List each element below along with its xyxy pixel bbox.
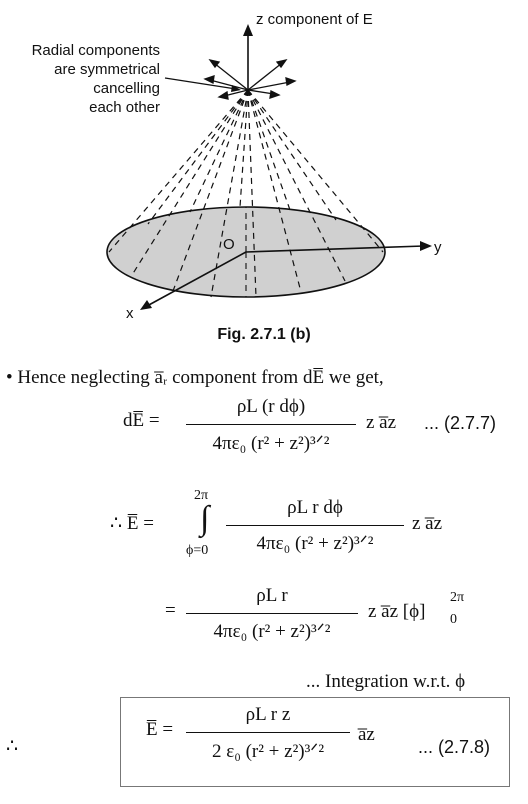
z-axis-arrowhead (243, 24, 253, 36)
eq1-denominator: 4πε₀ (r² + z²)³ᐟ² (212, 433, 330, 454)
origin-label: O (223, 236, 235, 253)
cone-field-diagram: z component of E Radial components are s… (32, 11, 442, 320)
svg-text:cancelling: cancelling (93, 80, 160, 97)
eq3-tail: z a̅z [ϕ] (368, 601, 426, 622)
eq4-tail: a̅z (358, 724, 375, 745)
x-axis (146, 251, 247, 307)
figure-caption: Fig. 2.7.1 (b) (217, 326, 311, 343)
svg-text:each other: each other (89, 99, 160, 116)
eq3-denominator: 4πε₀ (r² + z²)³ᐟ² (213, 621, 331, 642)
eq1-fraction-bar (186, 424, 356, 426)
integral-sign: ∫ (200, 500, 210, 537)
y-axis (245, 245, 425, 253)
radial-component-arrows (203, 58, 297, 100)
y-axis-label: y (434, 239, 442, 256)
eq3-numerator: ρL r (256, 585, 288, 606)
eq2-lower-limit: ϕ=0 (186, 543, 209, 558)
result-box (120, 697, 510, 787)
eq4-numerator: ρL r z (245, 704, 291, 725)
z-component-label: z component of E (256, 11, 373, 28)
eq3-fraction-bar (186, 613, 358, 615)
eq2-fraction-bar (226, 525, 404, 527)
y-axis-arrowhead (420, 241, 432, 251)
eq2-lhs: ∴ E̅ = (110, 513, 154, 534)
eq1-tail: z a̅z (366, 412, 397, 433)
svg-text:are symmetrical: are symmetrical (54, 61, 160, 78)
svg-text:Radial components: Radial components (32, 42, 160, 59)
eq2-upper-limit: 2π (194, 488, 209, 503)
cone-dashed-lines (108, 89, 384, 298)
x-axis-label: x (126, 305, 134, 320)
eq1-lhs: dE̅ = (123, 410, 160, 431)
radial-note: Radial components are symmetrical cancel… (32, 42, 160, 116)
eq1-numerator: ρL (r dϕ) (236, 396, 306, 417)
eq3-lhs: = (165, 600, 176, 621)
eq2-numerator: ρL r dϕ (287, 497, 343, 518)
lead-sentence: • Hence neglecting a̅ᵣ component from dE… (6, 367, 384, 388)
eq4-lhs: E̅ = (146, 719, 174, 740)
integration-note: ... Integration w.r.t. ϕ (306, 671, 466, 692)
eq4-reference: ... (2.7.8) (418, 737, 491, 757)
eq2-tail: z a̅z (412, 513, 443, 534)
eq2-denominator: 4πε₀ (r² + z²)³ᐟ² (256, 533, 374, 554)
therefore-symbol: ∴ (6, 736, 19, 757)
eq3-upper: 2π (450, 590, 465, 605)
eq1-reference: ... (2.7.7) (424, 413, 497, 433)
eq4-denominator: 2 ε₀ (r² + z²)³ᐟ² (211, 741, 325, 762)
eq4-fraction-bar (186, 732, 350, 734)
eq3-lower: 0 (450, 612, 457, 627)
x-axis-arrowhead (140, 300, 152, 310)
